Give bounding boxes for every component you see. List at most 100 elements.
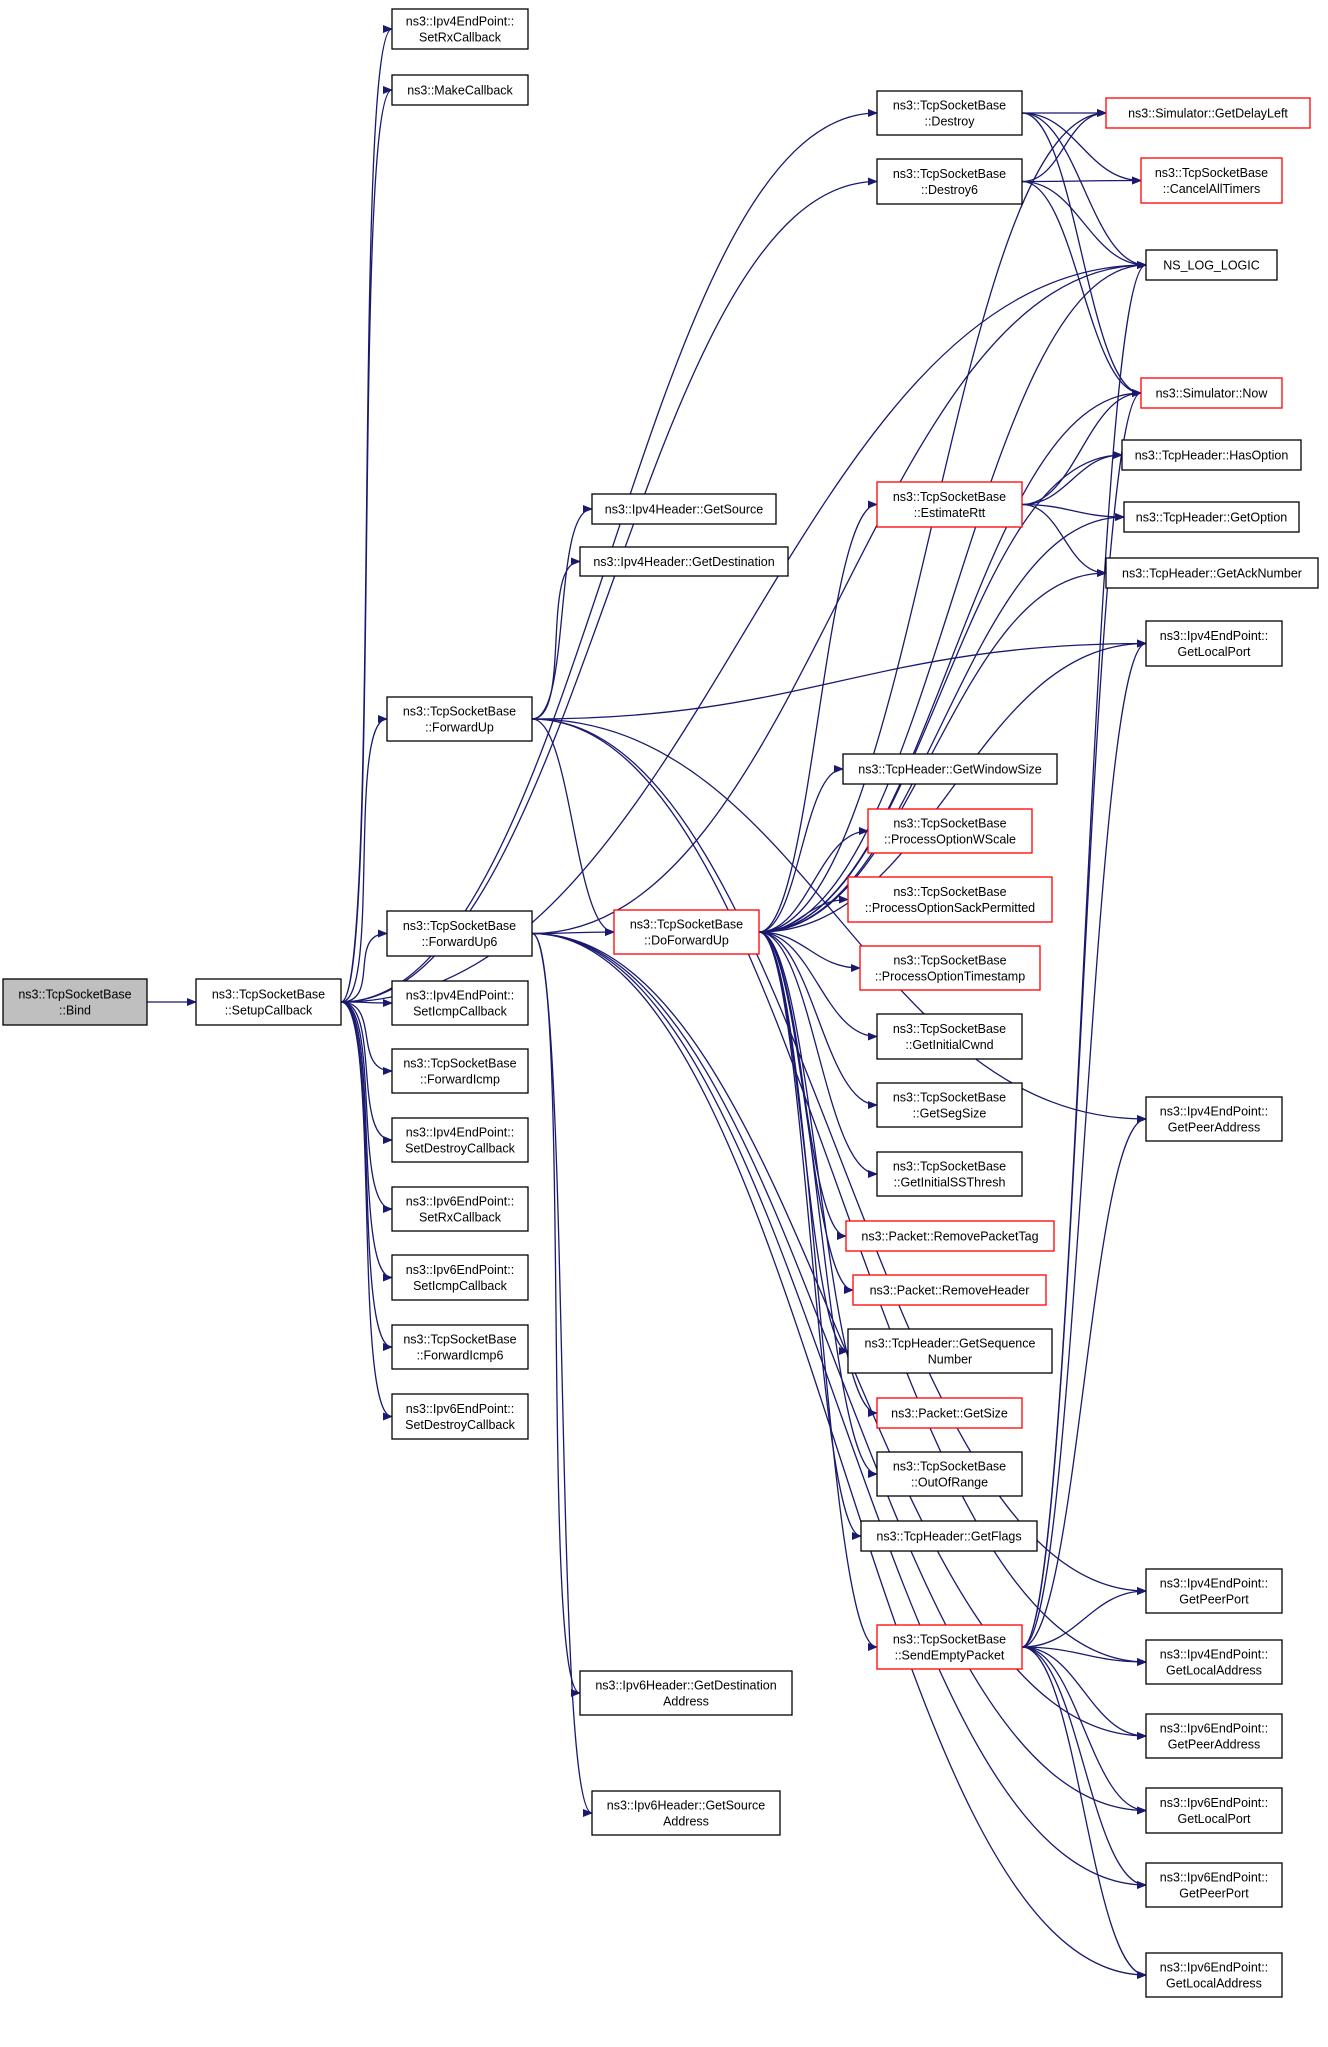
node-box: [1140, 157, 1283, 204]
node-rmTag[interactable]: ns3::Packet::RemovePacketTag: [845, 1220, 1055, 1252]
edge-line: [758, 500, 878, 933]
node-box: [1145, 1639, 1283, 1685]
node-destroy6[interactable]: ns3::TcpSocketBase::Destroy6: [876, 158, 1023, 205]
node-fwdIcmp6[interactable]: ns3::TcpSocketBase::ForwardIcmp6: [391, 1324, 529, 1370]
node-sendEmpty[interactable]: ns3::TcpSocketBase::SendEmptyPacket: [876, 1624, 1023, 1670]
edge-line: [531, 932, 581, 1697]
node-label: GetPeerPort: [1179, 1593, 1249, 1607]
node-estRtt[interactable]: ns3::TcpSocketBase::EstimateRtt: [876, 481, 1023, 528]
node-simNow[interactable]: ns3::Simulator::Now: [1140, 377, 1283, 409]
node-box: [1145, 1952, 1283, 1998]
node-v4PeerAddr[interactable]: ns3::Ipv4EndPoint::GetPeerAddress: [1145, 1096, 1283, 1142]
edge-destroy6-to-simNow: [1021, 180, 1142, 397]
node-hasOpt[interactable]: ns3::TcpHeader::HasOption: [1121, 439, 1302, 471]
node-box: [876, 90, 1023, 136]
node-label: ::Destroy6: [921, 183, 978, 197]
node-v6SetRx[interactable]: ns3::Ipv6EndPoint::SetRxCallback: [391, 1186, 529, 1232]
edge-fwdUp6-to-v6LocalAddr: [531, 932, 1147, 1979]
node-v6PeerPort[interactable]: ns3::Ipv6EndPoint::GetPeerPort: [1145, 1862, 1283, 1908]
edge-line: [1021, 1646, 1147, 1740]
node-label: ::GetSegSize: [913, 1107, 987, 1121]
node-v4PeerPort[interactable]: ns3::Ipv4EndPoint::GetPeerPort: [1145, 1568, 1283, 1614]
node-v6LocalPort[interactable]: ns3::Ipv6EndPoint::GetLocalPort: [1145, 1787, 1283, 1834]
edge-doFwd-to-hdrWin: [758, 765, 844, 933]
node-v4SetDestroy[interactable]: ns3::Ipv4EndPoint::SetDestroyCallback: [391, 1117, 529, 1163]
node-initCwnd[interactable]: ns3::TcpSocketBase::GetInitialCwnd: [876, 1013, 1023, 1060]
node-destroy[interactable]: ns3::TcpSocketBase::Destroy: [876, 90, 1023, 136]
node-v4LocalPort[interactable]: ns3::Ipv4EndPoint::GetLocalPort: [1145, 620, 1283, 667]
node-pktSize[interactable]: ns3::Packet::GetSize: [876, 1397, 1023, 1429]
node-v4LocalAddr[interactable]: ns3::Ipv4EndPoint::GetLocalAddress: [1145, 1639, 1283, 1685]
node-v6SetDestroy[interactable]: ns3::Ipv6EndPoint::SetDestroyCallback: [391, 1393, 529, 1440]
node-segSize[interactable]: ns3::TcpSocketBase::GetSegSize: [876, 1082, 1023, 1128]
node-label: ns3::Ipv4EndPoint::: [1160, 1577, 1268, 1591]
node-label: ::GetInitialSSThresh: [894, 1176, 1006, 1190]
node-label: ns3::TcpSocketBase: [893, 954, 1006, 968]
node-label: ::ProcessOptionSackPermitted: [865, 901, 1035, 915]
node-v4SetIcmp[interactable]: ns3::Ipv4EndPoint::SetIcmpCallback: [391, 980, 529, 1026]
node-v4hSrc[interactable]: ns3::Ipv4Header::GetSource: [591, 493, 777, 525]
node-doFwd[interactable]: ns3::TcpSocketBase::DoForwardUp: [613, 909, 760, 955]
edge-line: [1021, 389, 1142, 1648]
node-box: [391, 1393, 529, 1440]
node-v6LocalAddr[interactable]: ns3::Ipv6EndPoint::GetLocalAddress: [1145, 1952, 1283, 1998]
edge-doFwd-to-sendEmpty: [758, 931, 878, 1651]
node-box: [876, 158, 1023, 205]
node-box: [386, 910, 533, 957]
node-ackNum[interactable]: ns3::TcpHeader::GetAckNumber: [1105, 557, 1319, 589]
edge-line: [1021, 176, 1142, 185]
node-label: ns3::Ipv4EndPoint::: [1160, 1105, 1268, 1119]
edge-doFwd-to-v4LocalPort: [758, 639, 1147, 933]
node-v6SetIcmp[interactable]: ns3::Ipv6EndPoint::SetIcmpCallback: [391, 1254, 529, 1301]
node-fwdUp[interactable]: ns3::TcpSocketBase::ForwardUp: [386, 696, 533, 742]
node-label: ::Destroy: [924, 115, 975, 129]
node-procTs[interactable]: ns3::TcpSocketBase::ProcessOptionTimesta…: [859, 945, 1041, 991]
node-rmHdr[interactable]: ns3::Packet::RemoveHeader: [852, 1274, 1047, 1306]
edge-line: [758, 931, 878, 1041]
node-label: ::SendEmptyPacket: [895, 1649, 1005, 1663]
node-cancelT[interactable]: ns3::TcpSocketBase::CancelAllTimers: [1140, 157, 1283, 204]
edge-line: [1021, 503, 1125, 521]
edge-line: [340, 1001, 393, 1351]
node-simDelay[interactable]: ns3::Simulator::GetDelayLeft: [1105, 97, 1311, 129]
edge-destroy-to-cancelT: [1021, 112, 1142, 185]
node-label: ns3::TcpSocketBase: [893, 1091, 1006, 1105]
node-procSack[interactable]: ns3::TcpSocketBase::ProcessOptionSackPer…: [847, 876, 1053, 923]
node-box: [1145, 1568, 1283, 1614]
node-label: ns3::TcpSocketBase: [1155, 166, 1268, 180]
node-nsLog[interactable]: NS_LOG_LOGIC: [1145, 249, 1278, 281]
node-fwdIcmp[interactable]: ns3::TcpSocketBase::ForwardIcmp: [391, 1048, 529, 1094]
edge-line: [531, 932, 1147, 1740]
node-hdrWin[interactable]: ns3::TcpHeader::GetWindowSize: [842, 753, 1058, 785]
edge-line: [758, 931, 878, 1651]
node-v6PeerAddr[interactable]: ns3::Ipv6EndPoint::GetPeerAddress: [1145, 1713, 1283, 1759]
node-label: ns3::TcpSocketBase: [893, 167, 1006, 181]
edge-doFwd-to-getOpt: [758, 513, 1125, 933]
node-v4hDst[interactable]: ns3::Ipv4Header::GetDestination: [579, 546, 789, 577]
edge-line: [531, 932, 593, 1817]
edge-line: [531, 718, 615, 936]
node-label: ::ForwardIcmp6: [417, 1349, 504, 1363]
node-bind[interactable]: ns3::TcpSocketBase::Bind: [2, 978, 148, 1026]
node-hdrFlags[interactable]: ns3::TcpHeader::GetFlags: [860, 1520, 1038, 1552]
node-label: ns3::TcpSocketBase: [893, 817, 1006, 831]
edge-line: [1021, 112, 1142, 397]
node-label: ns3::Ipv6EndPoint::: [406, 1402, 514, 1416]
edge-line: [531, 639, 1147, 720]
node-getOpt[interactable]: ns3::TcpHeader::GetOption: [1123, 501, 1300, 533]
node-v4SetRx[interactable]: ns3::Ipv4EndPoint::SetRxCallback: [391, 8, 529, 50]
edge-doFwd-to-procSack: [758, 895, 849, 933]
node-box: [1145, 1096, 1283, 1142]
node-setup[interactable]: ns3::TcpSocketBase::SetupCallback: [195, 978, 342, 1026]
node-makeCb[interactable]: ns3::MakeCallback: [391, 74, 529, 106]
nodes-layer: ns3::TcpSocketBase::Bindns3::TcpSocketBa…: [2, 8, 1319, 1998]
node-procWS[interactable]: ns3::TcpSocketBase::ProcessOptionWScale: [867, 808, 1033, 854]
node-outRange[interactable]: ns3::TcpSocketBase::OutOfRange: [876, 1451, 1023, 1497]
node-box: [867, 808, 1033, 854]
node-initSS[interactable]: ns3::TcpSocketBase::GetInitialSSThresh: [876, 1151, 1023, 1197]
node-fwdUp6[interactable]: ns3::TcpSocketBase::ForwardUp6: [386, 910, 533, 957]
edge-setup-to-fwdIcmp6: [340, 1001, 393, 1351]
